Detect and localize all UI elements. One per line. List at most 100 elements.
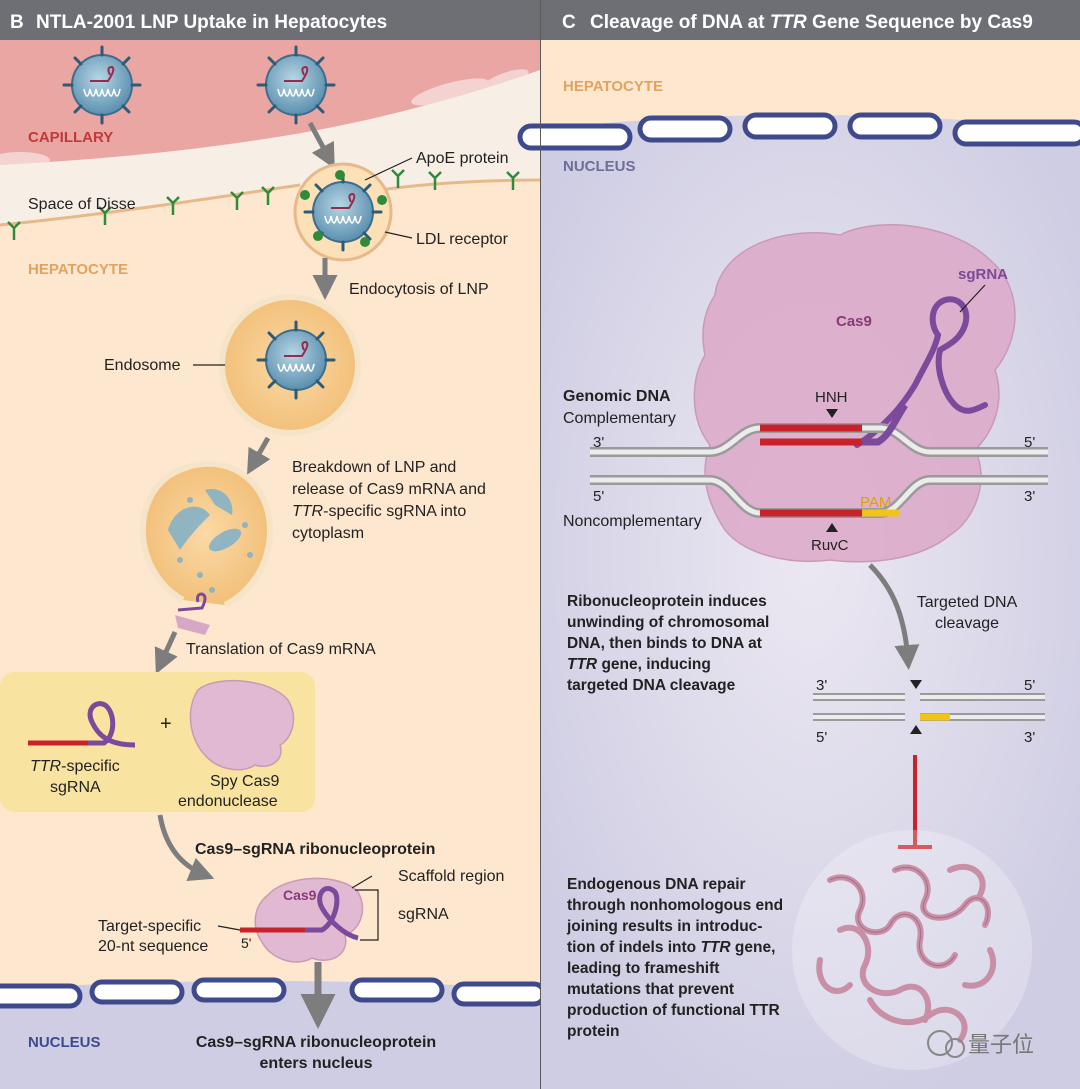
cas9-label-line2: endonuclease bbox=[178, 793, 278, 810]
panel-c-header bbox=[541, 0, 1080, 40]
cleaved-dna bbox=[813, 680, 1045, 734]
plus-sign: + bbox=[160, 713, 172, 735]
arrow-to-breakdown bbox=[247, 436, 271, 475]
five-prime-b: 5' bbox=[241, 935, 251, 951]
svg-text:mutations that prevent: mutations that prevent bbox=[567, 981, 734, 998]
svg-text:Ribonucleoprotein induces: Ribonucleoprotein induces bbox=[567, 593, 767, 610]
svg-text:unwinding of chromosomal: unwinding of chromosomal bbox=[567, 614, 769, 631]
wechat-icon bbox=[927, 1030, 953, 1056]
svg-text:Breakdown of LNP and: Breakdown of LNP and bbox=[292, 459, 456, 476]
apoe-label: ApoE protein bbox=[416, 150, 509, 167]
svg-text:tion of indels into TTR gene,: tion of indels into TTR gene, bbox=[567, 939, 775, 956]
arrow-to-rnp bbox=[157, 814, 215, 882]
panel-b-title: NTLA-2001 LNP Uptake in Hepatocytes bbox=[36, 12, 387, 33]
sgrna-icon bbox=[28, 701, 136, 748]
apoe-dots bbox=[300, 170, 387, 247]
repair-description: Endogenous DNA repair through nonhomolog… bbox=[566, 876, 783, 1040]
svg-text:targeted DNA cleavage: targeted DNA cleavage bbox=[567, 677, 736, 694]
svg-text:release of Cas9 mRNA and: release of Cas9 mRNA and bbox=[292, 481, 486, 498]
nuclear-envelope-c bbox=[517, 112, 1080, 151]
panel-c-letter: C bbox=[562, 12, 576, 33]
hepatocyte-label-c: HEPATOCYTE bbox=[563, 78, 663, 95]
svg-text:Endogenous DNA repair: Endogenous DNA repair bbox=[567, 876, 746, 893]
lnp-in-endosome bbox=[256, 320, 336, 400]
hnh-label: HNH bbox=[815, 389, 848, 406]
rnp-cas9-label: Cas9 bbox=[283, 887, 317, 903]
cut-3prime-right: 3' bbox=[1024, 729, 1035, 746]
ldl-receptors bbox=[7, 169, 520, 240]
sgrna-label-line2: sgRNA bbox=[50, 779, 101, 796]
bottom-left-5prime: 5' bbox=[593, 488, 604, 505]
ttr-protein-outline bbox=[829, 866, 989, 967]
cut-3prime-left: 3' bbox=[816, 677, 827, 694]
sgrna-guide-purple bbox=[862, 403, 908, 446]
lnp-particle-2 bbox=[256, 45, 336, 125]
svg-text:production of functional TTR: production of functional TTR bbox=[567, 1002, 780, 1019]
cut-5prime-right: 5' bbox=[1024, 677, 1035, 694]
scaffold-label: Scaffold region bbox=[398, 868, 504, 885]
ruvc-marker bbox=[826, 523, 838, 532]
noncomplementary-label: Noncomplementary bbox=[563, 513, 702, 530]
hnh-marker bbox=[826, 409, 838, 418]
translation-label: Translation of Cas9 mRNA bbox=[186, 641, 376, 658]
svg-text:leading to frameshift: leading to frameshift bbox=[567, 960, 719, 977]
panel-b-header bbox=[0, 0, 540, 40]
target-specific-line1: Target-specific bbox=[98, 918, 201, 935]
watermark: 量子位 bbox=[927, 1030, 1034, 1058]
ruvc-label: RuvC bbox=[811, 537, 849, 554]
capillary-label: CAPILLARY bbox=[28, 129, 113, 146]
svg-text:cytoplasm: cytoplasm bbox=[292, 525, 364, 542]
enters-line1: Cas9–sgRNA ribonucleoprotein bbox=[196, 1034, 436, 1051]
cas9-label-c: Cas9 bbox=[836, 313, 872, 330]
panel-b-letter: B bbox=[10, 12, 24, 33]
enters-line2: enters nucleus bbox=[260, 1055, 373, 1072]
capillary-vessel bbox=[0, 40, 540, 165]
bottom-right-3prime: 3' bbox=[1024, 488, 1035, 505]
nuclear-envelope-b bbox=[0, 977, 547, 1009]
svg-text:protein: protein bbox=[567, 1023, 620, 1040]
svg-text:TTR-specific sgRNA into: TTR-specific sgRNA into bbox=[292, 503, 466, 520]
cut-5prime-left: 5' bbox=[816, 729, 827, 746]
sgrna-label-c: sgRNA bbox=[958, 266, 1008, 283]
svg-text:量子位: 量子位 bbox=[968, 1032, 1034, 1057]
panel-c-title: Cleavage of DNA at TTR Gene Sequence by … bbox=[590, 12, 1033, 33]
arrow-cleavage bbox=[868, 563, 920, 670]
targeted-line1: Targeted DNA bbox=[917, 594, 1018, 611]
rnp-description: Ribonucleoprotein induces unwinding of c… bbox=[567, 593, 769, 694]
lnp-particle-1 bbox=[62, 45, 142, 125]
svg-text:through nonhomologous end: through nonhomologous end bbox=[567, 897, 783, 914]
genomic-dna-label: Genomic DNA bbox=[563, 388, 671, 405]
sgrna-c bbox=[854, 296, 988, 448]
arrow-translation bbox=[154, 630, 178, 675]
ldl-label: LDL receptor bbox=[416, 231, 509, 248]
top-left-3prime: 3' bbox=[593, 434, 604, 451]
svg-text:TTR gene, inducing: TTR gene, inducing bbox=[567, 656, 711, 673]
breakdown-text: Breakdown of LNP and release of Cas9 mRN… bbox=[292, 459, 486, 542]
sgrna-small-label: sgRNA bbox=[398, 906, 449, 923]
space-of-disse-label: Space of Disse bbox=[28, 196, 136, 213]
lnp-fragments bbox=[168, 489, 253, 593]
svg-text:joining results in introduc-: joining results in introduc- bbox=[566, 918, 762, 935]
ruptured-endosome bbox=[139, 460, 274, 608]
targeted-line2: cleavage bbox=[935, 615, 999, 632]
protein-glow bbox=[792, 830, 1032, 1070]
pam-label: PAM bbox=[860, 494, 891, 511]
cas9-protein-icon bbox=[189, 680, 295, 771]
sgrna-label-line1: TTR-specific bbox=[30, 758, 120, 775]
cas9-label-line1: Spy Cas9 bbox=[210, 773, 279, 790]
nucleus-label-c: NUCLEUS bbox=[563, 158, 636, 175]
released-sgrna bbox=[177, 592, 207, 612]
svg-text:DNA, then binds to DNA at: DNA, then binds to DNA at bbox=[567, 635, 762, 652]
nucleus-b bbox=[0, 981, 540, 1089]
hepatocyte-label-b: HEPATOCYTE bbox=[28, 261, 128, 278]
arrow-into-disse bbox=[307, 121, 335, 169]
endosome-label: Endosome bbox=[104, 357, 181, 374]
rnp-label: Cas9–sgRNA ribonucleoprotein bbox=[195, 841, 435, 858]
top-right-5prime: 5' bbox=[1024, 434, 1035, 451]
complementary-label: Complementary bbox=[563, 410, 676, 427]
target-specific-line2: 20-nt sequence bbox=[98, 938, 208, 955]
endocytosis-label: Endocytosis of LNP bbox=[349, 281, 489, 298]
rnp-sgrna bbox=[305, 886, 359, 941]
